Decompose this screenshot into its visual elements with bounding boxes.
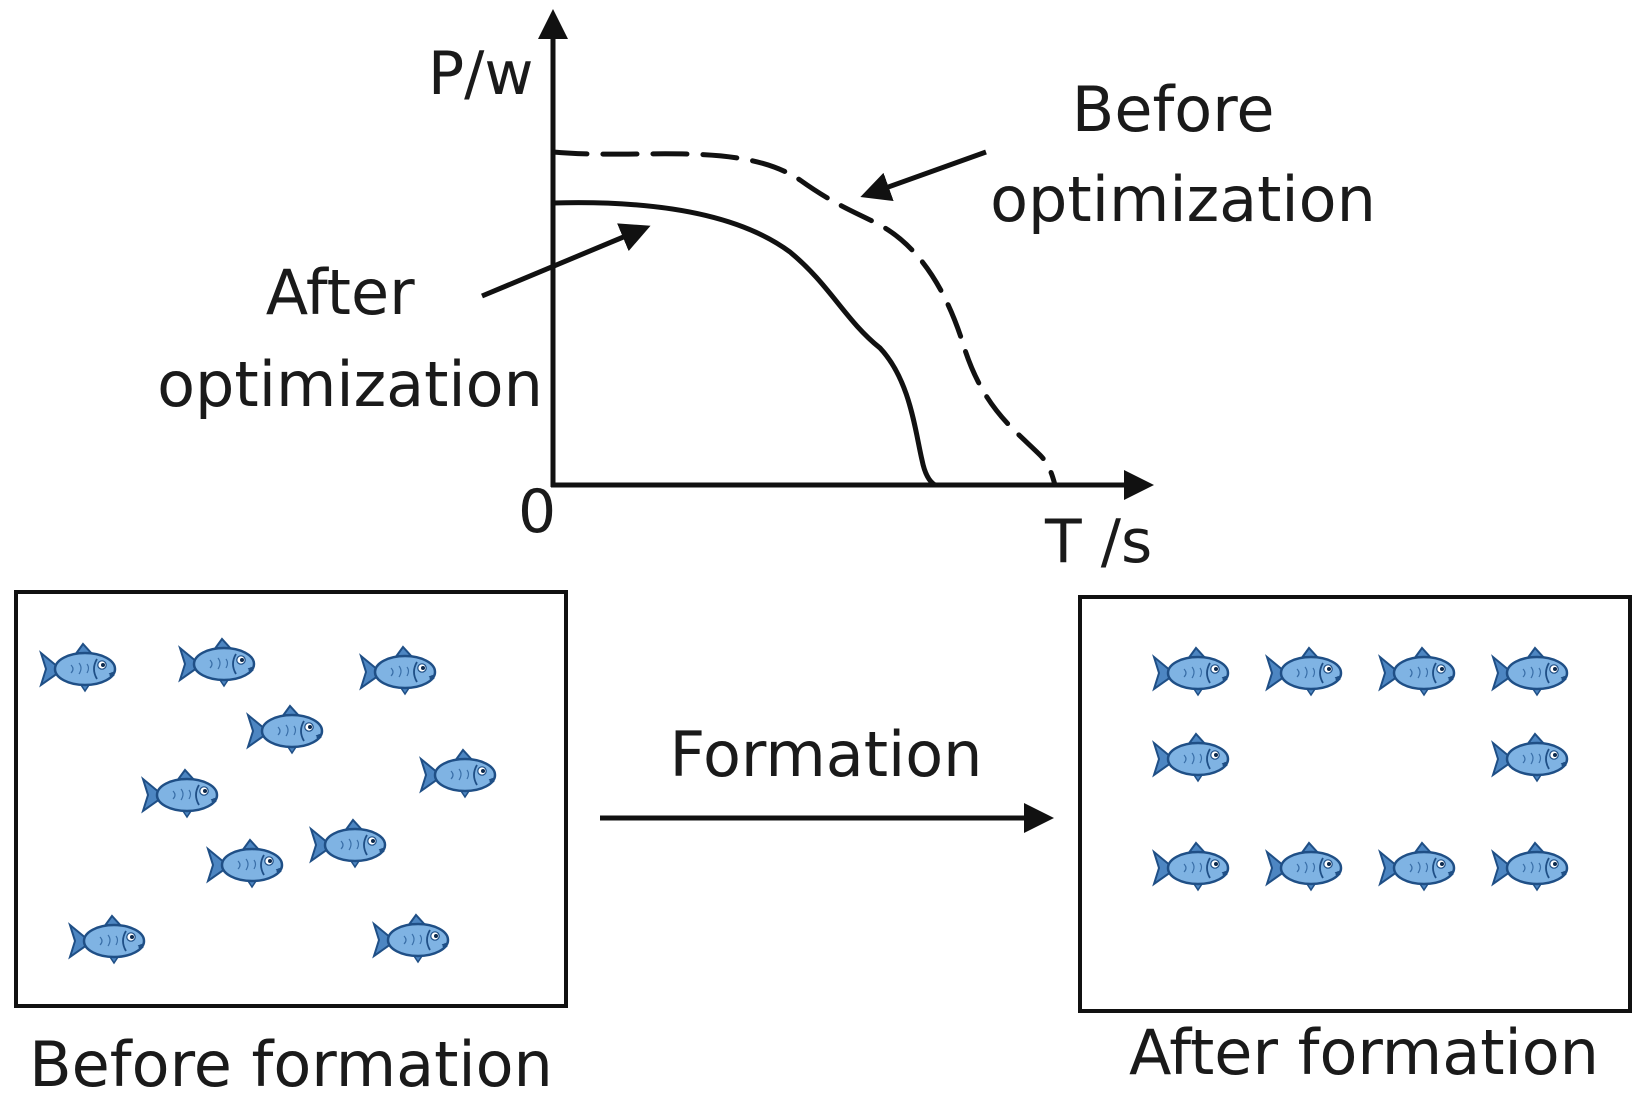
y-axis-label: P/w — [428, 39, 533, 109]
before-optimization-label: Before optimization — [990, 73, 1376, 236]
power-time-chart: P/w T /s 0 Before optimization After opt… — [157, 9, 1376, 577]
x-axis-label: T /s — [1044, 507, 1152, 577]
before-optimization-label-line-2: optimization — [990, 163, 1376, 236]
before-formation-panel: Before formation — [14, 590, 568, 1101]
before-formation-caption: Before formation — [29, 1028, 553, 1101]
after-formation-caption: After formation — [1129, 1016, 1599, 1089]
after-formation-panel: After formation — [1078, 595, 1632, 1089]
curve-before-optimization — [550, 149, 1058, 488]
after-optimization-label: After optimization — [157, 256, 543, 421]
after-optimization-label-line-1: After — [266, 256, 415, 329]
before-optimization-label-line-1: Before — [1072, 73, 1275, 146]
formation-label: Formation — [670, 718, 983, 791]
before-optimization-pointer — [860, 149, 987, 202]
curve-after-optimization — [550, 200, 938, 488]
origin-label: 0 — [518, 477, 556, 547]
after-optimization-label-line-2: optimization — [157, 348, 543, 421]
formation-transition: Formation — [600, 718, 1054, 833]
after-optimization-pointer — [481, 223, 651, 299]
